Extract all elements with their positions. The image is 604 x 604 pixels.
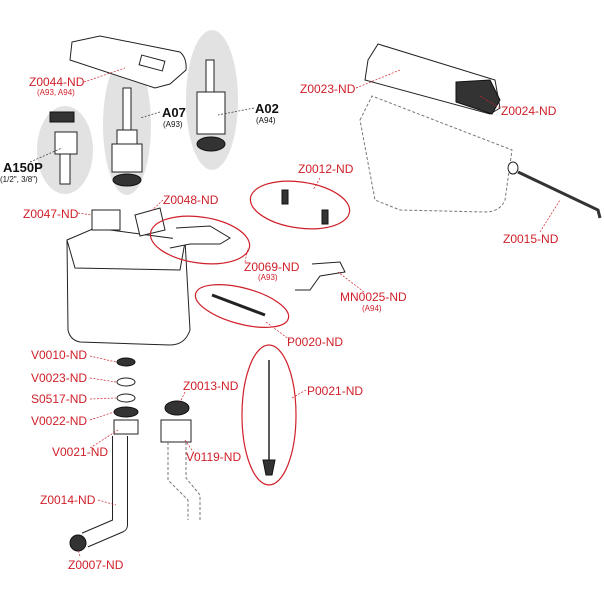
label-s0517: S0517-ND xyxy=(31,392,87,406)
label-z0069: Z0069-ND xyxy=(244,260,300,274)
flush-valve-a07 xyxy=(111,87,143,187)
lever-z0015 xyxy=(517,170,602,219)
note-a02: (A94) xyxy=(256,116,276,125)
label-z0013: Z0013-ND xyxy=(183,379,239,393)
label-z0048: Z0048-ND xyxy=(163,193,219,207)
note-a07: (A93) xyxy=(163,120,183,129)
label-mn0025: MN0025-ND xyxy=(340,290,407,304)
seal-stack xyxy=(113,357,139,435)
note-z0069: (A93) xyxy=(258,273,278,282)
z0012-group-ring xyxy=(249,180,351,230)
z0069-group-ring xyxy=(149,215,251,265)
label-v0023: V0023-ND xyxy=(31,371,87,385)
label-v0010: V0010-ND xyxy=(31,348,87,362)
flush-valve-a02 xyxy=(196,59,226,152)
label-p0020: P0020-ND xyxy=(287,335,343,349)
label-z0023: Z0023-ND xyxy=(300,82,356,96)
label-z0047: Z0047-ND xyxy=(23,207,79,221)
label-z0007: Z0007-ND xyxy=(68,558,124,572)
lid-z0044 xyxy=(69,35,187,89)
label-p0021: P0021-ND xyxy=(307,384,363,398)
label-z0014: Z0014-ND xyxy=(40,493,96,507)
outlet-dashed xyxy=(167,442,201,520)
rod-p0021-tip xyxy=(262,459,276,476)
leader-lines xyxy=(29,67,561,557)
lever-nut xyxy=(507,161,519,175)
z0012-parts xyxy=(281,189,329,225)
label-v0119: V0119-ND xyxy=(186,450,241,464)
label-a07: A07 xyxy=(162,105,186,120)
lever-mn0025 xyxy=(295,261,346,291)
label-v0022: V0022-ND xyxy=(31,414,87,428)
sleeve-v0119 xyxy=(160,419,192,443)
note-mn0025: (A94) xyxy=(362,304,382,313)
lever-z0069 xyxy=(169,225,231,249)
seal-z0013 xyxy=(164,400,190,416)
bracket-z0047 xyxy=(91,209,121,231)
label-z0044: Z0044-ND xyxy=(29,75,85,89)
p0020-group-ring xyxy=(194,284,290,328)
label-z0015: Z0015-ND xyxy=(503,232,559,246)
label-a150p: A150P xyxy=(3,160,43,175)
p0021-group-ring xyxy=(241,344,297,486)
tank-left xyxy=(66,227,191,346)
label-z0012: Z0012-ND xyxy=(298,162,354,176)
rod-p0020 xyxy=(211,293,266,317)
label-z0024: Z0024-ND xyxy=(501,104,557,118)
label-v0021: V0021-ND xyxy=(52,445,108,459)
tank-right xyxy=(359,43,513,213)
label-a02: A02 xyxy=(255,101,279,116)
seal-z0007 xyxy=(69,534,87,552)
note-z0044: (A93, A94) xyxy=(37,88,75,97)
note-a150p: (1/2", 3/8") xyxy=(0,175,38,184)
